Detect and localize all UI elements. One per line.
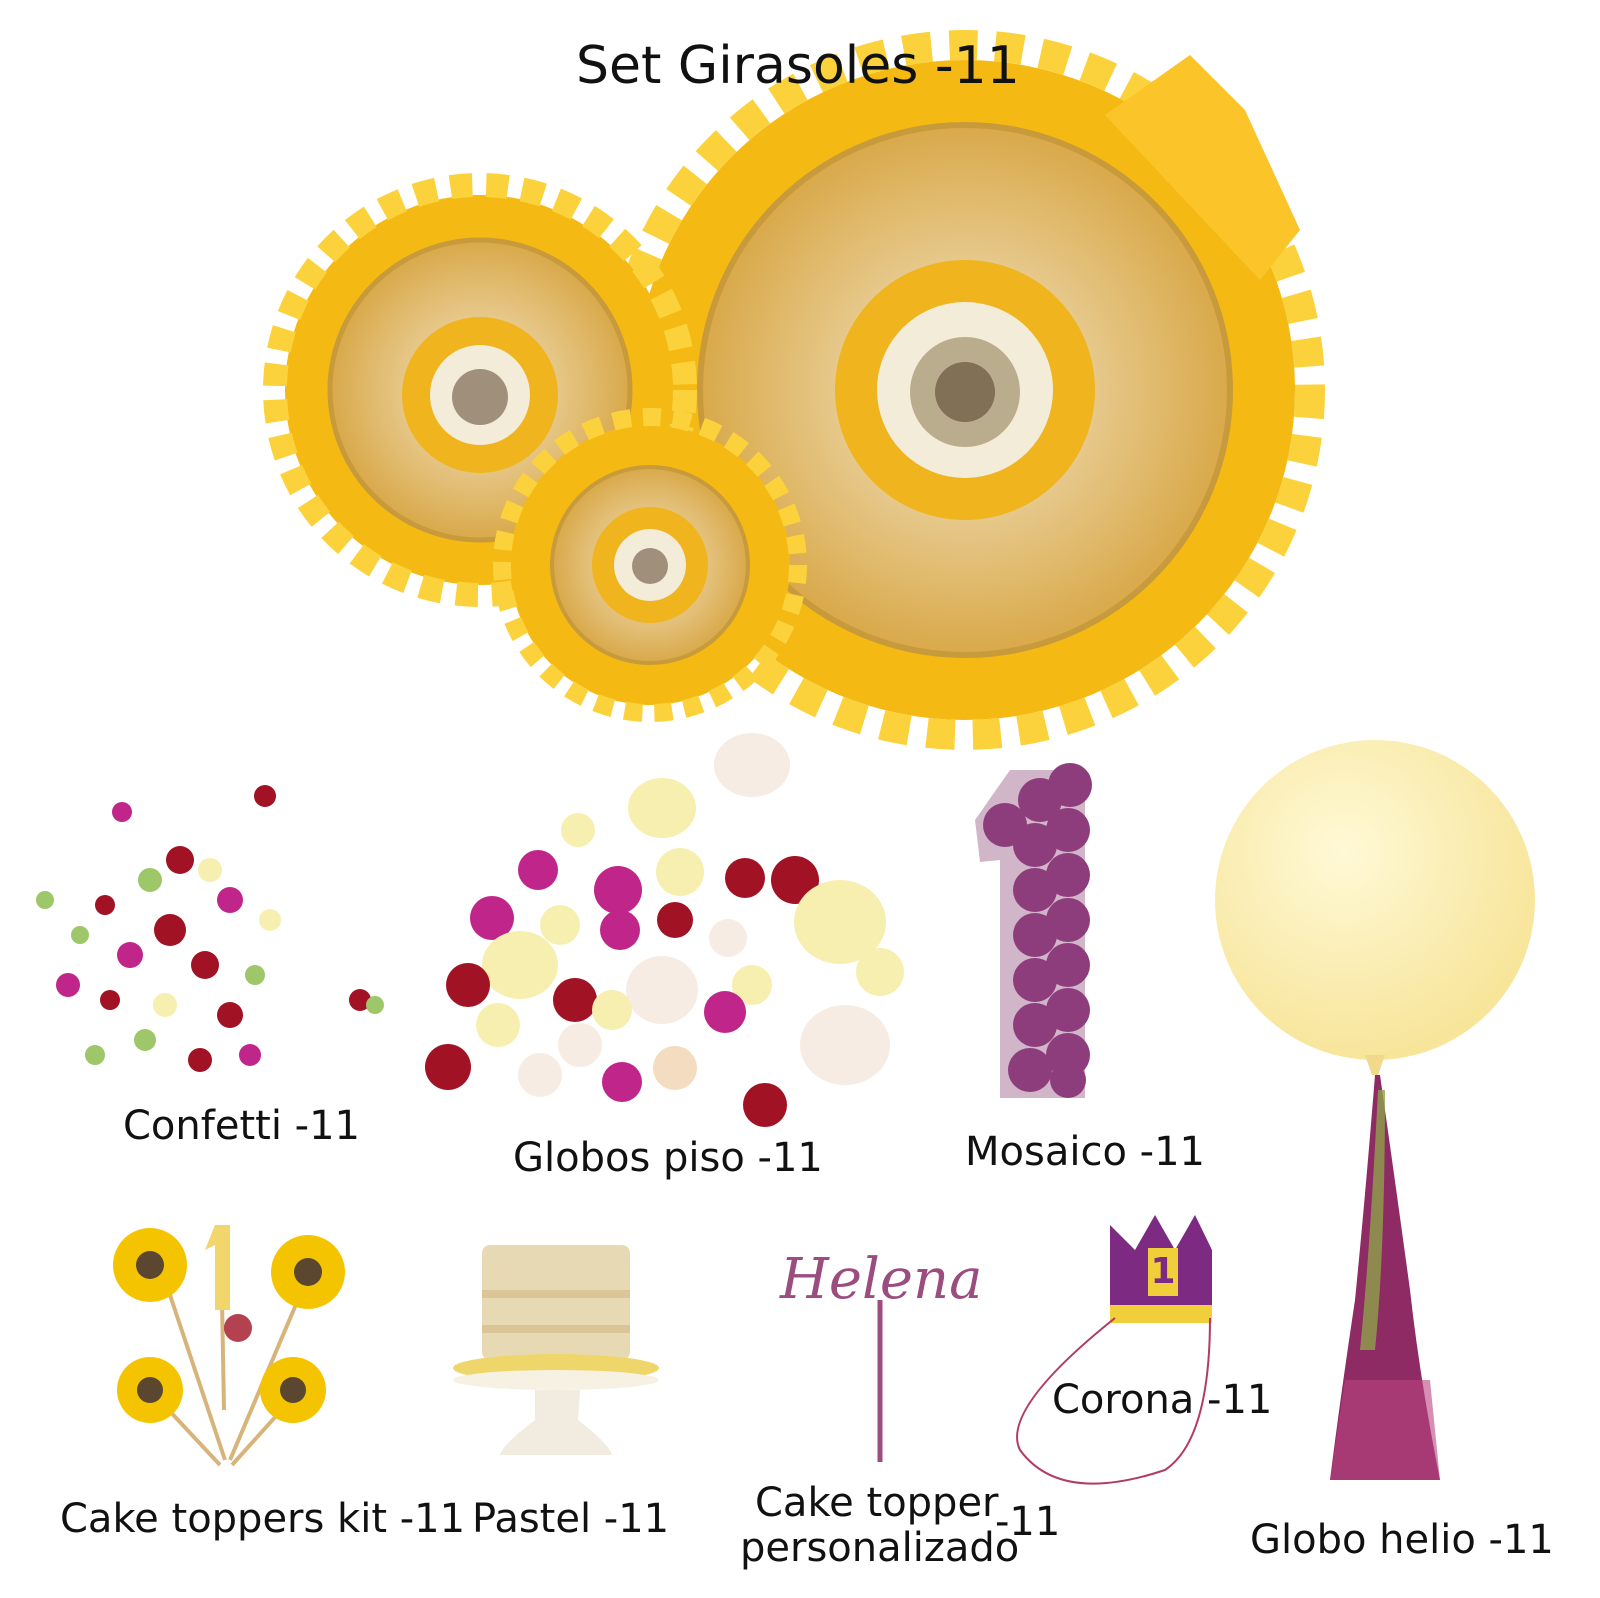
cake (453, 1245, 659, 1455)
mosaic-number (975, 763, 1092, 1098)
floor-balloons-label: Globos piso -11 (513, 1135, 823, 1181)
custom-cake-topper-label-line1: Cake topper (755, 1480, 999, 1526)
custom-cake-topper-label-line2: personalizado (740, 1525, 1020, 1571)
mosaic-label: Mosaico -11 (965, 1129, 1205, 1175)
helium-balloon (1215, 740, 1535, 1480)
helium-balloon-label: Globo helio -11 (1250, 1517, 1554, 1563)
sunflower-small (493, 408, 807, 722)
crown-number: 1 (1148, 1248, 1178, 1296)
cake-label: Pastel -11 (472, 1496, 670, 1542)
floor-balloons (425, 733, 904, 1127)
custom-cake-topper-name: Helena (780, 1247, 983, 1312)
cake-toppers-kit-label: Cake toppers kit -11 (60, 1496, 466, 1542)
page-title: Set Girasoles -11 (576, 36, 1020, 96)
crown-label: Corona -11 (1052, 1377, 1273, 1423)
confetti-label: Confetti -11 (123, 1103, 360, 1149)
confetti (36, 785, 384, 1072)
custom-cake-topper-label-suffix: -11 (995, 1499, 1061, 1545)
cake-toppers-kit (113, 1225, 345, 1467)
sunflower-large (605, 30, 1325, 750)
crown (1016, 1215, 1212, 1485)
